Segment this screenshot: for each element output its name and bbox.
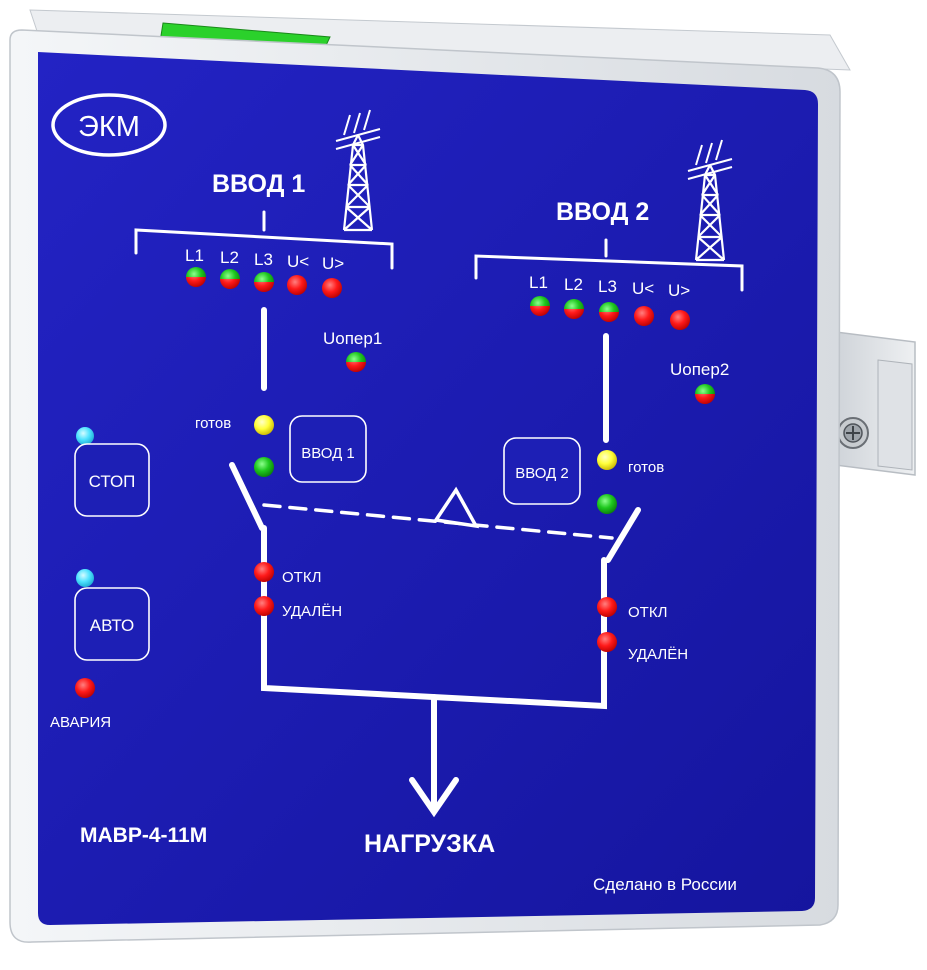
stop-button[interactable]: СТОП: [74, 443, 150, 517]
front-panel: [38, 52, 818, 925]
led-l2: [564, 299, 584, 319]
svg-text:U>: U>: [322, 254, 344, 273]
led-l2: [220, 269, 240, 289]
ekm-logo: ЭКМ: [51, 93, 167, 157]
led-l1: [530, 296, 550, 316]
input1-phase-labels: L1 L2 L3 U< U>: [185, 246, 344, 273]
input2-button[interactable]: ВВОД 2: [503, 437, 581, 505]
input1-ready-led: [254, 415, 274, 435]
model-label: МАВР-4-11М: [80, 824, 207, 847]
input2-on-led: [597, 494, 617, 514]
auto-button[interactable]: АВТО: [74, 587, 150, 661]
input1-button-label: ВВОД 1: [301, 445, 355, 462]
alarm-led: [75, 678, 95, 698]
input1-remote-label: УДАЛЁН: [282, 603, 342, 620]
auto-button-label: АВТО: [90, 616, 134, 635]
interlock-triangle-icon: [433, 486, 480, 529]
input2-off-label: ОТКЛ: [628, 604, 667, 621]
stop-button-label: СТОП: [89, 472, 136, 491]
input2-uoper-led: [695, 384, 715, 404]
input2-ready-label: готов: [628, 459, 664, 476]
input1-button[interactable]: ВВОД 1: [289, 415, 367, 483]
input1-title: ВВОД 1: [212, 170, 305, 198]
input1-remote-led: [254, 596, 274, 616]
input1-off-label: ОТКЛ: [282, 569, 321, 586]
auto-indicator-led: [76, 569, 94, 587]
svg-text:L1: L1: [529, 273, 548, 292]
led-undervoltage: [634, 306, 654, 326]
led-undervoltage: [287, 275, 307, 295]
input1-phase-leds: [186, 267, 342, 298]
led-overvoltage: [322, 278, 342, 298]
input1-off-led: [254, 562, 274, 582]
led-overvoltage: [670, 310, 690, 330]
svg-text:L2: L2: [220, 248, 239, 267]
svg-text:L3: L3: [598, 277, 617, 296]
input2-phase-leds: [530, 296, 690, 330]
screw-icon: [837, 417, 869, 449]
svg-text:L2: L2: [564, 275, 583, 294]
input2-remote-led: [597, 632, 617, 652]
input2-remote-label: УДАЛЁН: [628, 646, 688, 663]
input1-on-led: [254, 457, 274, 477]
svg-text:U<: U<: [632, 279, 654, 298]
input1-uoper-led: [346, 352, 366, 372]
svg-text:U>: U>: [668, 281, 690, 300]
svg-text:L3: L3: [254, 250, 273, 269]
interlock-line: [262, 503, 614, 540]
alarm-label: АВАРИЯ: [50, 714, 111, 731]
input2-button-label: ВВОД 2: [515, 465, 569, 482]
input2-title: ВВОД 2: [556, 198, 649, 226]
mimic-line-input2: [603, 333, 641, 563]
logo-text: ЭКМ: [78, 111, 140, 143]
input2-uoper-label: Uопер2: [670, 360, 729, 379]
svg-text:U<: U<: [287, 252, 309, 271]
input2-phase-labels: L1 L2 L3 U< U>: [529, 273, 690, 300]
led-l3: [599, 302, 619, 322]
made-in-label: Сделано в России: [593, 875, 737, 894]
input1-ready-label: готов: [195, 415, 231, 432]
input2-off-led: [597, 597, 617, 617]
svg-text:L1: L1: [185, 246, 204, 265]
led-l1: [186, 267, 206, 287]
led-l3: [254, 272, 274, 292]
load-label: НАГРУЗКА: [364, 830, 495, 858]
input2-ready-led: [597, 450, 617, 470]
load-arrow-icon: [409, 694, 459, 818]
stop-indicator-led: [76, 427, 94, 445]
input1-uoper-label: Uопер1: [323, 329, 382, 348]
